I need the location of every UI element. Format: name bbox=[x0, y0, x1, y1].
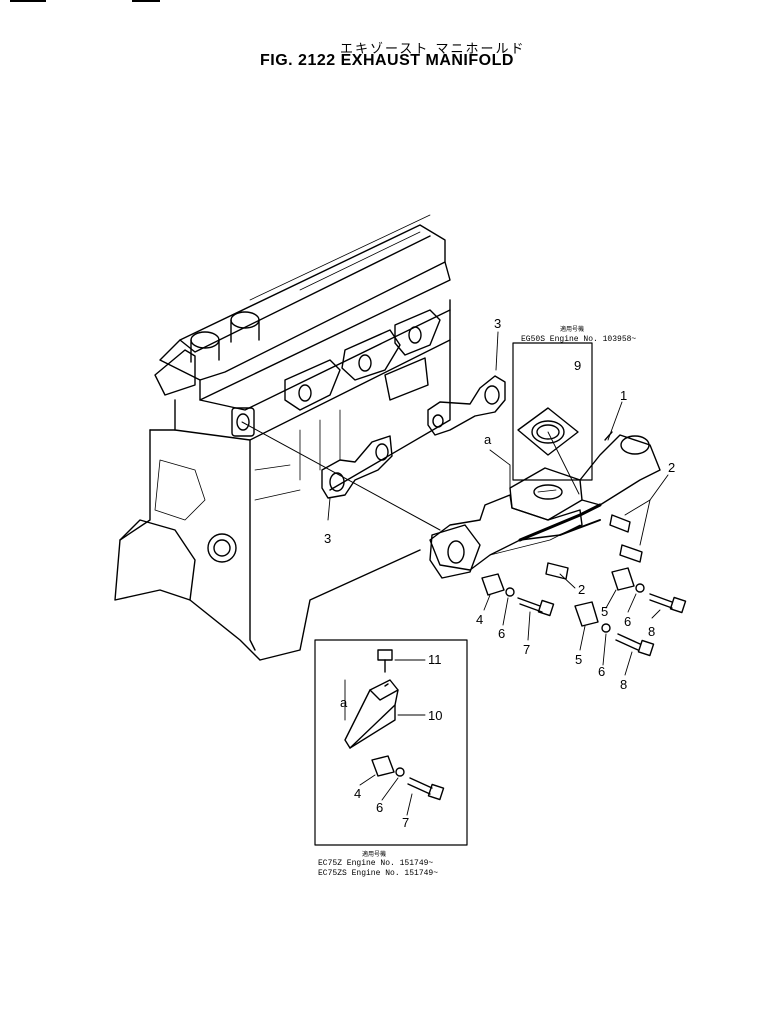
exhaust-manifold-1 bbox=[429, 431, 661, 580]
callout-8-lower: 8 bbox=[620, 677, 627, 692]
ec75z-applicability-jp: 適用号機 bbox=[362, 850, 386, 858]
callout-a-inset: a bbox=[340, 695, 348, 710]
callout-10: 10 bbox=[428, 708, 442, 723]
callout-4-main: 4 bbox=[476, 612, 483, 627]
callout-3-lower: 3 bbox=[324, 531, 331, 546]
figure-title-japanese: エキゾースト マニホールド bbox=[340, 42, 526, 57]
callout-leader-lines bbox=[327, 331, 669, 816]
header-rule-left bbox=[10, 0, 46, 2]
gasket-3-lower bbox=[321, 435, 393, 499]
callout-9: 9 bbox=[574, 358, 581, 373]
callout-5-upper: 5 bbox=[601, 604, 608, 619]
ec75zs-serial-note: EC75ZS Engine No. 151749~ bbox=[318, 869, 438, 878]
callout-6-lower: 6 bbox=[598, 664, 605, 679]
callout-7-inset: 7 bbox=[402, 815, 409, 830]
gasket-9-inset-box bbox=[512, 342, 593, 481]
gasket-3-upper bbox=[427, 375, 506, 436]
callout-3-upper: 3 bbox=[494, 316, 501, 331]
callout-11: 11 bbox=[428, 652, 442, 667]
heat-shield-inset-box bbox=[314, 639, 468, 846]
callout-2-lower: 2 bbox=[578, 582, 585, 597]
eg50s-serial-note: EG50S Engine No. 103958~ bbox=[521, 335, 636, 344]
callout-6-inset: 6 bbox=[376, 800, 383, 815]
eg50s-applicability-jp: 適用号機 bbox=[560, 325, 584, 333]
figure-title: FIG. 2122 EXHAUST MANIFOLD bbox=[260, 52, 514, 69]
ec75z-serial-note: EC75Z Engine No. 151749~ bbox=[318, 859, 433, 868]
engine-block-illustration bbox=[114, 214, 451, 661]
callout-5-lower: 5 bbox=[575, 652, 582, 667]
callout-6-upper: 6 bbox=[624, 614, 631, 629]
callout-7-main: 7 bbox=[523, 642, 530, 657]
callout-6-main: 6 bbox=[498, 626, 505, 641]
callout-2-upper: 2 bbox=[668, 460, 675, 475]
callout-4-inset: 4 bbox=[354, 786, 361, 801]
spacers-washers-bolts bbox=[481, 567, 687, 657]
callout-1: 1 bbox=[620, 388, 627, 403]
callout-a-main: a bbox=[484, 432, 492, 447]
header-rule-right bbox=[132, 0, 160, 2]
callout-8-upper: 8 bbox=[648, 624, 655, 639]
